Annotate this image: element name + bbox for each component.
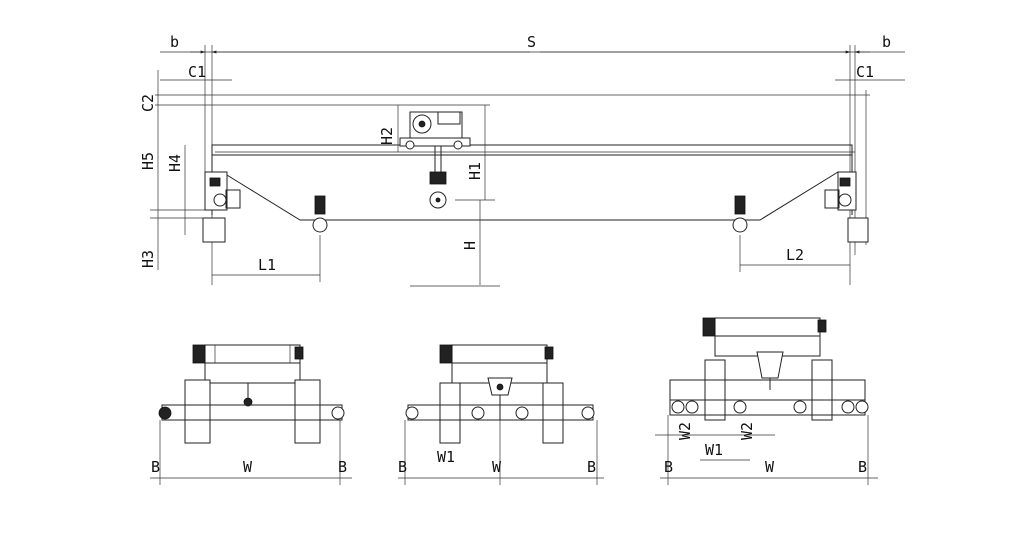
ev2-dim-w: W [492,458,502,476]
ev3-dim-w2-left: W2 [676,422,694,440]
ev3-dim-w1: W1 [705,441,723,459]
dim-label-h1: H1 [466,162,484,180]
ev1-dim-w: W [243,458,253,476]
dim-label-span-s: S [527,33,536,51]
limit-switch-right [732,195,748,233]
ev3-dim-b-right: B [858,458,867,476]
crane-elevation-view: b S b C1 C1 C2 H5 H4 H3 [139,33,905,287]
ev3-dim-w2-right: W2 [738,422,756,440]
ev2-dim-w1: W1 [437,448,455,466]
dim-label-h3: H3 [139,250,157,268]
end-view-1: B W B [150,344,352,485]
end-carriage-right [824,171,869,243]
ev2-dim-b-left: B [398,458,407,476]
ev3-dim-w: W [765,458,775,476]
dim-label-h2: H2 [378,127,396,145]
dim-label-b-right: b [882,33,891,51]
dim-label-h: H [461,241,479,250]
dim-label-c2: C2 [139,94,157,112]
hoist-trolley [399,111,471,209]
dim-label-c1-left: C1 [188,63,206,81]
ev2-dim-b-right: B [587,458,596,476]
end-view-2: B W1 W B [398,344,604,485]
limit-switch-left [312,195,328,233]
dim-label-l1: L1 [258,256,276,274]
dim-label-l2: L2 [786,246,804,264]
dim-label-h5: H5 [139,152,157,170]
ev1-dim-b-left: B [151,458,160,476]
end-view-3: W2 W2 W1 B W B [655,317,878,485]
ev1-dim-b-right: B [338,458,347,476]
dim-label-c1-right: C1 [856,63,874,81]
dim-label-b-left: b [170,33,179,51]
dim-label-h4: H4 [166,154,184,172]
end-carriage-left [202,171,241,243]
ev3-dim-b-left: B [664,458,673,476]
